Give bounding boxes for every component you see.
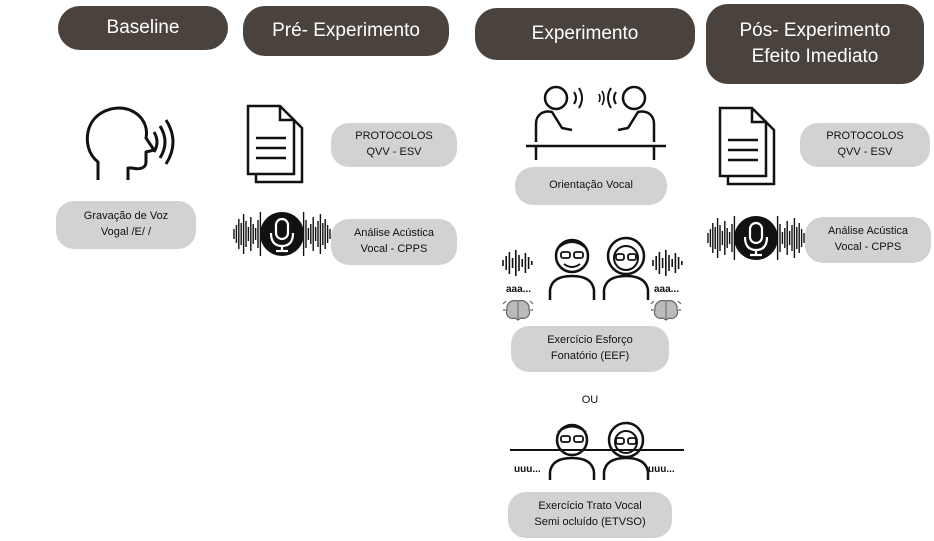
waveform-right-icon — [652, 250, 683, 276]
straw-line-icon — [510, 449, 684, 451]
elderly-couple-icon — [548, 236, 650, 300]
etvso-line1: Exercício Trato Vocal — [538, 500, 642, 513]
stage-baseline-header: Baseline — [58, 6, 228, 50]
pre-protocols-pill: PROTOCOLOS QVV - ESV — [331, 123, 457, 167]
microphone-waveform-icon — [233, 212, 331, 256]
post-protocols-pill: PROTOCOLOS QVV - ESV — [800, 123, 930, 167]
stage-post-header: Pós- Experimento Efeito Imediato — [706, 4, 924, 84]
etvso-pill: Exercício Trato Vocal Semi ocluído (ETVS… — [508, 492, 672, 538]
post-protocols-line2: QVV - ESV — [837, 146, 893, 158]
orientation-label: Orientação Vocal — [549, 179, 633, 192]
document-icon — [718, 106, 776, 186]
brain-icon — [650, 299, 682, 321]
stage-pre-label: Pré- Experimento — [272, 20, 420, 42]
post-acoustic-line2: Vocal - CPPS — [834, 241, 902, 253]
stage-experiment-label: Experimento — [531, 23, 639, 45]
post-protocols-line1: PROTOCOLOS — [826, 130, 904, 143]
elderly-couple-icon — [548, 421, 650, 480]
aaa-left-label: aaa... — [506, 284, 532, 295]
uuu-right-label: uuu... — [648, 464, 675, 475]
stage-experiment-header: Experimento — [475, 8, 695, 60]
eef-line2: Fonatório (EEF) — [550, 350, 630, 362]
baseline-recording-pill: Gravação de Voz Vogal /E/ / — [56, 201, 196, 249]
speaking-head-icon — [85, 106, 175, 180]
pre-acoustic-line1: Análise Acústica — [353, 227, 435, 240]
baseline-recording-line1: Gravação de Voz — [83, 210, 169, 223]
stage-post-label-2: Efeito Imediato — [751, 46, 879, 67]
brain-icon — [502, 299, 534, 321]
pre-acoustic-line2: Vocal - CPPS — [360, 243, 428, 255]
waveform-left-icon — [502, 250, 533, 276]
orientation-pill: Orientação Vocal — [515, 167, 667, 205]
microphone-waveform-icon — [707, 216, 805, 260]
pre-protocols-line1: PROTOCOLOS — [355, 130, 433, 143]
post-acoustic-pill: Análise Acústica Vocal - CPPS — [805, 217, 931, 263]
post-acoustic-line1: Análise Acústica — [827, 225, 909, 238]
aaa-right-label: aaa... — [654, 284, 680, 295]
document-icon — [246, 104, 304, 184]
stage-baseline-label: Baseline — [106, 17, 180, 39]
or-label: OU — [581, 394, 599, 406]
conversation-icon — [526, 85, 666, 160]
etvso-line2: Semi ocluído (ETVSO) — [534, 516, 646, 528]
stage-post-label-1: Pós- Experimento — [739, 20, 891, 42]
eef-line1: Exercício Esforço — [547, 334, 633, 347]
uuu-left-label: uuu... — [514, 464, 541, 475]
pre-acoustic-pill: Análise Acústica Vocal - CPPS — [331, 219, 457, 265]
eef-pill: Exercício Esforço Fonatório (EEF) — [511, 326, 669, 372]
baseline-recording-line2: Vogal /E/ / — [100, 226, 152, 238]
pre-protocols-line2: QVV - ESV — [366, 146, 422, 158]
stage-pre-header: Pré- Experimento — [243, 6, 449, 56]
